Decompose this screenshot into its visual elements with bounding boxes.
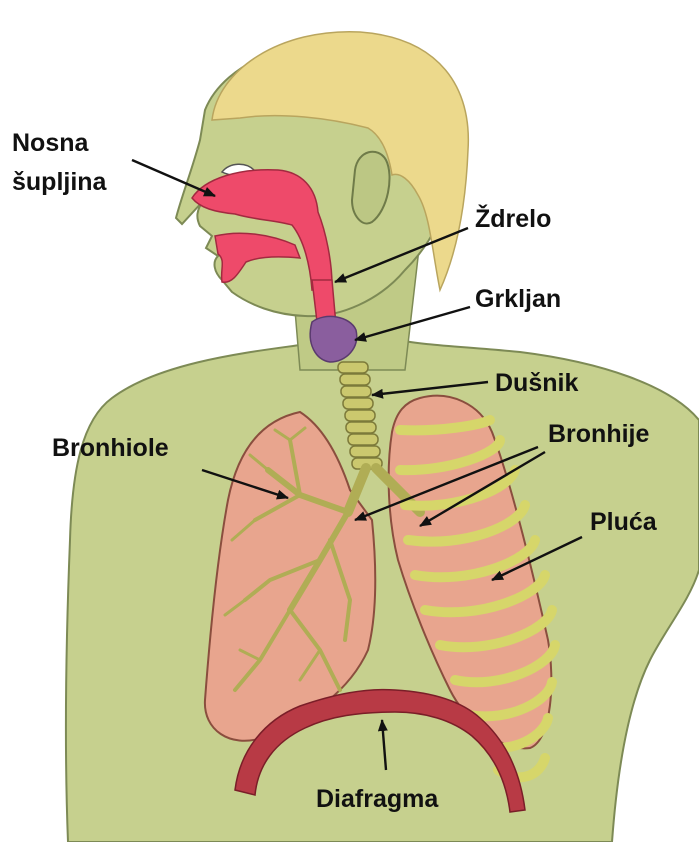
torso: [66, 340, 699, 842]
label-trachea: Dušnik: [495, 369, 578, 397]
label-diaphragm: Diafragma: [316, 785, 439, 813]
label-larynx: Grkljan: [475, 285, 561, 313]
label-nasal-cavity-line1: Nosna: [12, 129, 90, 157]
label-bronchi: Bronhije: [548, 420, 649, 448]
label-lungs: Pluća: [590, 508, 658, 536]
label-bronchioles: Bronhiole: [52, 434, 169, 462]
label-nasal-cavity-line2: šupljina: [12, 168, 108, 196]
label-pharynx: Ždrelo: [475, 203, 551, 233]
